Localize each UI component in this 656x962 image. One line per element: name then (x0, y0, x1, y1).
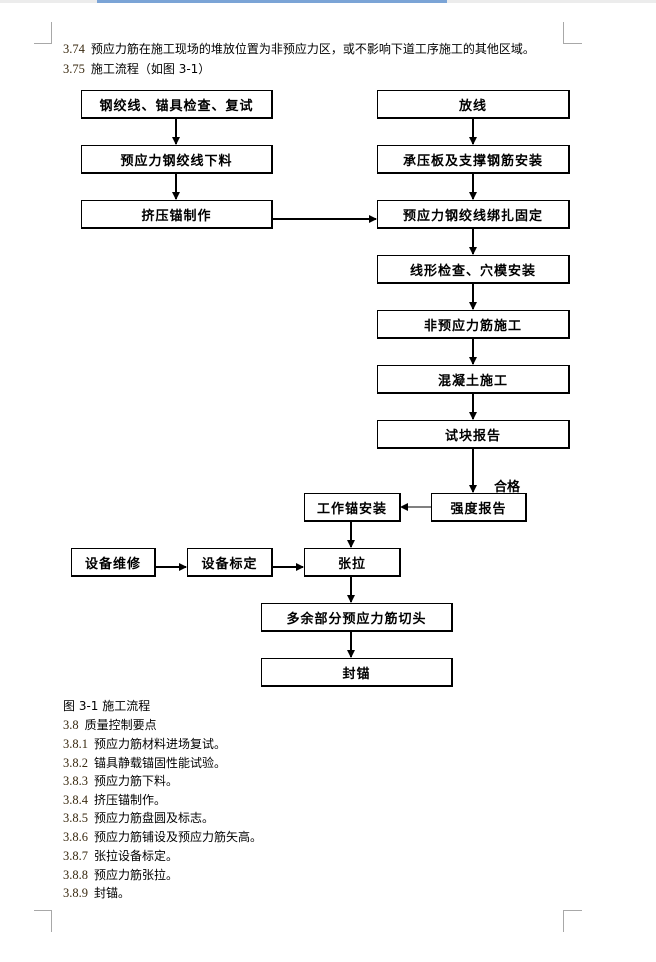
page-corner-mark-top-left (34, 22, 52, 44)
item-text: 挤压锚制作。 (94, 793, 167, 807)
list-item: 3.8.8 预应力筋张拉。 (63, 866, 178, 884)
list-item: 3.8.5 预应力筋盘圆及标志。 (63, 809, 214, 827)
item-number: 3.8.4 (63, 793, 88, 807)
flow-box-equipment-repair: 设备维修 (71, 548, 156, 577)
flow-box-equipment-calibration: 设备标定 (187, 548, 273, 577)
paragraph-text: 预应力筋在施工现场的堆放位置为非预应力区，或不影响下道工序施工的其他区域。 (90, 42, 535, 56)
list-item: 3.8.6 预应力筋铺设及预应力筋矢高。 (63, 828, 262, 846)
flow-box-strand-cutting: 预应力钢绞线下料 (81, 145, 273, 174)
flow-box-strand-binding: 预应力钢绞线绑扎固定 (377, 200, 570, 229)
flow-box-material-inspection: 钢绞线、锚具检查、复试 (81, 90, 273, 119)
section-heading: 3.8 质量控制要点 (63, 716, 157, 734)
flow-box-bearing-plate: 承压板及支撑钢筋安装 (377, 145, 570, 174)
item-number: 3.8.3 (63, 774, 88, 788)
item-number: 3.8.8 (63, 868, 88, 882)
flow-box-concrete: 混凝土施工 (377, 365, 570, 394)
item-text: 张拉设备标定。 (94, 849, 179, 863)
list-item: 3.8.1 预应力筋材料进场复试。 (63, 735, 226, 753)
item-number: 3.8.9 (63, 886, 88, 900)
flow-box-layout: 放线 (377, 90, 570, 119)
section-number: 3.8 (63, 718, 79, 732)
page-corner-mark-bottom-left (34, 910, 52, 932)
flow-box-nonprestressed: 非预应力筋施工 (377, 310, 570, 339)
paragraph-text: 施工流程（如图 3-1） (90, 62, 211, 76)
section-title: 质量控制要点 (84, 718, 157, 732)
page-corner-mark-bottom-right (563, 910, 582, 932)
paragraph-3-75: 3.75 施工流程（如图 3-1） (63, 60, 210, 78)
item-number: 3.8.7 (63, 849, 88, 863)
paragraph-3-74: 3.74 预应力筋在施工现场的堆放位置为非预应力区，或不影响下道工序施工的其他区域… (63, 40, 535, 58)
top-scrollbar-thumb[interactable] (97, 0, 447, 3)
pass-label: 合格 (494, 480, 521, 495)
flow-box-seal-anchor: 封锚 (261, 658, 453, 687)
item-text: 预应力筋铺设及预应力筋矢高。 (94, 830, 263, 844)
list-item: 3.8.2 锚具静载锚固性能试验。 (63, 754, 226, 772)
list-item: 3.8.4 挤压锚制作。 (63, 791, 166, 809)
item-text: 预应力筋材料进场复试。 (94, 737, 227, 751)
item-text: 预应力筋盘圆及标志。 (94, 811, 215, 825)
flow-box-work-anchor: 工作锚安装 (304, 493, 401, 522)
item-number: 3.8.5 (63, 811, 88, 825)
list-item: 3.8.7 张拉设备标定。 (63, 847, 178, 865)
item-number: 3.8.6 (63, 830, 88, 844)
flow-box-profile-check: 线形检查、穴模安装 (377, 255, 570, 284)
flow-box-tensioning: 张拉 (304, 548, 401, 577)
item-text: 预应力筋张拉。 (94, 868, 179, 882)
item-number: 3.8.2 (63, 756, 88, 770)
item-number: 3.8.1 (63, 737, 88, 751)
flow-box-extrusion-anchor: 挤压锚制作 (81, 200, 273, 229)
paragraph-number: 3.75 (63, 62, 85, 76)
list-item: 3.8.3 预应力筋下料。 (63, 772, 178, 790)
figure-caption: 图 3-1 施工流程 (63, 699, 151, 713)
item-text: 锚具静载锚固性能试验。 (94, 756, 227, 770)
flow-box-strength-report: 强度报告 (431, 493, 527, 522)
item-text: 预应力筋下料。 (94, 774, 179, 788)
flow-box-cut-excess: 多余部分预应力筋切头 (261, 603, 453, 632)
page-corner-mark-top-right (563, 22, 582, 44)
flow-box-test-block-report: 试块报告 (377, 420, 570, 449)
paragraph-number: 3.74 (63, 42, 85, 56)
flowchart-connectors (155, 118, 477, 658)
item-text: 封锚。 (94, 886, 131, 900)
list-item: 3.8.9 封锚。 (63, 884, 130, 902)
